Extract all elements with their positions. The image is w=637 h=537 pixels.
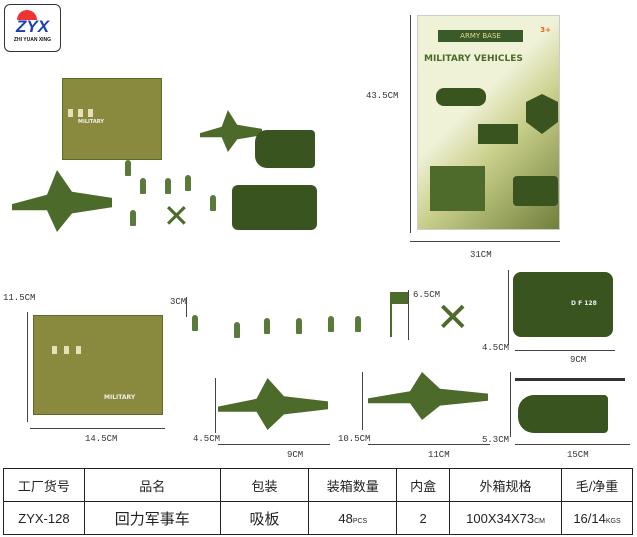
heli-length-label: 15CM [567,450,589,460]
building-label: MILITARY [104,394,136,401]
jeep-length-label: 9CM [570,355,587,365]
brand-logo: ZYX ZHI YUAN XING [4,4,61,52]
package-badge [526,94,558,134]
package-title: MILITARY VEHICLES [424,54,523,64]
building-width-label: 14.5CM [85,434,118,444]
building-label: MILITARY [78,119,104,125]
package-helicopter [436,88,486,106]
header-qty: 装箱数量 [308,468,398,502]
jeep: D F 128 [513,272,613,337]
logo-brand: ZYX [15,17,50,36]
header-carton: 外箱规格 [449,468,562,502]
jet-large [368,372,488,420]
cell-item-no: ZYX-128 [3,501,85,535]
card-width-line [410,241,560,242]
card-height-line [410,15,411,233]
header-inner: 内盒 [396,468,451,502]
package-building [430,166,485,211]
flag [390,292,408,304]
cell-carton: 100X34X73CM [449,501,562,535]
jet2-length-label: 11CM [428,450,450,460]
header-item-no: 工厂货号 [3,468,85,502]
logo-sun-icon [17,10,37,20]
cell-packing: 吸板 [219,501,310,535]
jet-small [218,378,328,430]
package-card: ARMY BASE 3+ MILITARY VEHICLES [417,15,560,230]
cell-inner: 2 [396,501,451,535]
header-name: 品名 [83,468,221,502]
building-height-label: 11.5CM [3,293,36,303]
header-packing: 包装 [219,468,310,502]
set-barrier: ✕ [163,197,190,235]
jet1-length-label: 9CM [287,450,304,460]
jet2-height-label: 10.5CM [338,434,371,444]
package-header: ARMY BASE [438,30,523,42]
heli-height-label: 5.3CM [482,435,510,445]
flag-height-label: 6.5CM [413,290,441,300]
jeep-height-label: 4.5CM [482,343,510,353]
soldier-height-label: 3CM [170,297,187,307]
table-header-row: 工厂货号 品名 包装 装箱数量 内盒 外箱规格 毛/净重 [3,468,633,502]
spec-table: 工厂货号 品名 包装 装箱数量 内盒 外箱规格 毛/净重 ZYX-128 回力军… [3,468,633,535]
set-jeep [232,185,317,230]
package-jet [513,176,558,206]
set-building: MILITARY [62,78,162,160]
cell-weight: 16/14KGS [561,501,633,535]
cell-qty: 48PCS [308,501,398,535]
barrier: ✕ [436,295,470,341]
logo-name: ZHI YUAN XING [13,37,52,43]
package-age: 3+ [540,26,551,34]
card-width-label: 31CM [470,250,492,260]
table-row: ZYX-128 回力军事车 吸板 48PCS 2 100X34X73CM 16/… [3,501,633,535]
building: MILITARY [33,315,163,415]
jeep-label: D F 128 [571,300,597,307]
cell-name: 回力军事车 [83,501,221,535]
helicopter [518,395,608,433]
set-jet-left [12,170,112,232]
card-height-label: 43.5CM [366,91,399,101]
set-helicopter [255,130,315,168]
header-weight: 毛/净重 [561,468,633,502]
jet1-height-label: 4.5CM [193,434,221,444]
set-jet-right [200,110,262,152]
package-jeep [478,124,518,144]
